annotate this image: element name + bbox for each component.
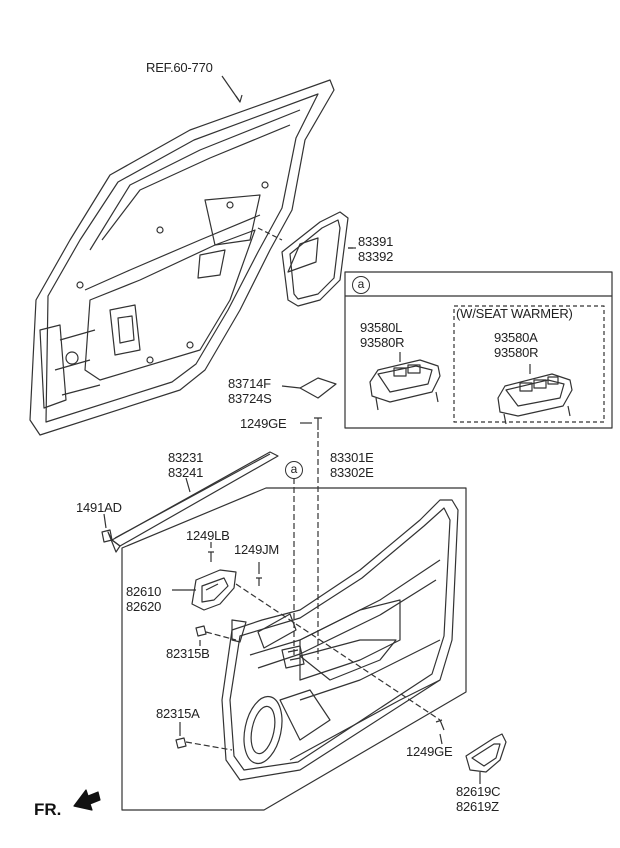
screw-bottom <box>435 719 445 731</box>
part-number-93580r-right: 93580R <box>494 345 539 360</box>
part-82315a-label: 82315A <box>156 706 200 721</box>
part-number-93580l: 93580L <box>360 320 403 335</box>
screw-lb <box>208 551 214 562</box>
part-93580a-label: 93580A 93580R <box>494 330 539 360</box>
part-number-83724s: 83724S <box>228 391 272 406</box>
part-93580l-label: 93580L 93580R <box>360 320 405 350</box>
part-number-83391: 83391 <box>358 234 394 249</box>
part-number-82610: 82610 <box>126 584 162 599</box>
callout-a-inset: a <box>352 276 370 294</box>
part-83714f-label: 83714F 83724S <box>228 376 272 406</box>
screw-top <box>314 417 322 430</box>
part-number-93580r-left: 93580R <box>360 335 405 350</box>
clip-part <box>101 529 113 543</box>
part-1249lb-label: 1249LB <box>186 528 230 543</box>
front-arrow <box>73 789 101 811</box>
part-83301e-label: 83301E 83302E <box>330 450 374 480</box>
part-number-82619z: 82619Z <box>456 799 499 814</box>
window-switch-part <box>369 359 441 411</box>
inside-handle-part <box>191 569 237 611</box>
door-trim-panel <box>221 499 459 781</box>
door-frame <box>29 79 335 436</box>
part-82610-label: 82610 82620 <box>126 584 161 614</box>
part-number-82619c: 82619C <box>456 784 501 799</box>
front-label: FR. <box>34 800 62 819</box>
part-number-93580a: 93580A <box>494 330 538 345</box>
part-number-83301e: 83301E <box>330 450 374 465</box>
belt-weatherstrip-part <box>107 451 279 553</box>
part-1249jm-label: 1249JM <box>234 542 280 557</box>
switch-inset-box <box>344 271 613 429</box>
trim-switch-location <box>281 645 305 669</box>
part-number-82620: 82620 <box>126 599 162 614</box>
ref-label: REF.60-770 <box>146 60 213 75</box>
window-switch-seat-warmer-part <box>497 373 573 425</box>
screw-jm <box>256 577 262 586</box>
pad-part <box>299 377 337 399</box>
part-82315b-label: 82315B <box>166 646 210 661</box>
part-number-83714f: 83714F <box>228 376 271 391</box>
part-83231-label: 83231 83241 <box>168 450 203 480</box>
part-number-83241: 83241 <box>168 465 204 480</box>
part-82619c-label: 82619C 82619Z <box>456 784 501 814</box>
clip-b <box>195 625 207 637</box>
part-number-83392: 83392 <box>358 249 394 264</box>
part-1249ge-top-label: 1249GE <box>240 416 287 431</box>
trim-box <box>121 487 467 811</box>
part-number-83302e: 83302E <box>330 465 374 480</box>
door-seal-part <box>281 211 349 307</box>
part-number-83231: 83231 <box>168 450 204 465</box>
part-1249ge-bottom-label: 1249GE <box>406 744 453 759</box>
part-83391-label: 83391 83392 <box>358 234 393 264</box>
clip-a <box>175 737 187 749</box>
seat-warmer-label: (W/SEAT WARMER) <box>456 306 573 321</box>
trim-cover-part <box>465 733 507 773</box>
callout-a-main: a <box>285 461 303 479</box>
part-1491ad-label: 1491AD <box>76 500 122 515</box>
